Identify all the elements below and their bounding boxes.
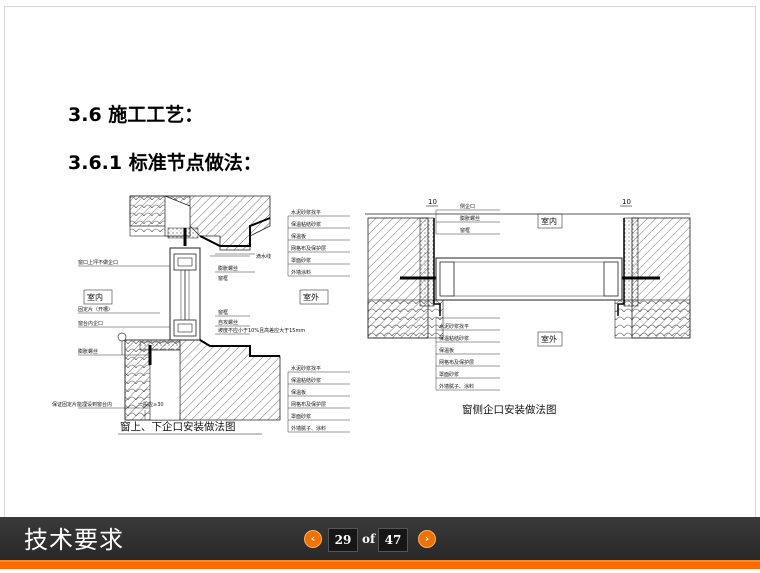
left-figure-caption: 窗上、下企口安装做法图 bbox=[120, 420, 236, 433]
right-detail-drawing bbox=[365, 205, 691, 391]
left-label-guarantee: 保证固定片能埋设到窗台内 bbox=[52, 401, 112, 408]
right-label-top-0: 侧企口 bbox=[460, 203, 475, 210]
right-room-interior: 室内 bbox=[541, 216, 557, 226]
left-label-self-tap: 自攻螺丝 bbox=[218, 319, 238, 326]
left-label-frame-top: 窗框 bbox=[218, 275, 228, 282]
prev-page-button[interactable]: ‹ bbox=[304, 530, 322, 548]
left-label-anchor-top: 膨胀螺丝 bbox=[218, 265, 238, 272]
left-label-top-3: 网格布及保护层 bbox=[291, 245, 326, 252]
left-label-frame-bottom: 窗框 bbox=[218, 309, 228, 316]
right-dim-left: 10 bbox=[428, 198, 437, 206]
chevron-left-icon: ‹ bbox=[310, 532, 316, 545]
right-label-bottom-3: 网格布及保护层 bbox=[439, 359, 474, 366]
right-label-top-1: 膨胀螺丝 bbox=[460, 215, 480, 222]
left-label-slope: 坡度不应小于10%且高差应大于15mm bbox=[218, 327, 305, 334]
left-detail-drawing bbox=[78, 195, 350, 433]
left-room-interior: 室内 bbox=[87, 292, 103, 302]
footer-section-title: 技术要求 bbox=[24, 526, 124, 554]
left-label-bottom-4: 罩面砂浆 bbox=[291, 413, 311, 420]
right-room-exterior: 室外 bbox=[541, 334, 557, 344]
left-label-top-4: 罩面砂浆 bbox=[291, 257, 311, 264]
left-label-top-0: 水泥砂浆找平 bbox=[291, 209, 321, 216]
section-heading: 3.6 施工工艺： bbox=[68, 104, 204, 126]
left-label-expansion: 膨胀螺丝 bbox=[78, 348, 98, 355]
left-label-fixing: 固定片（开槽） bbox=[78, 306, 113, 313]
current-page-field[interactable]: 29 bbox=[328, 528, 358, 552]
left-label-bottom-2: 保温板 bbox=[291, 389, 306, 396]
right-figure-caption: 窗侧企口安装做法图 bbox=[462, 403, 557, 416]
right-dim-right: 10 bbox=[622, 198, 631, 206]
left-label-drip: 滴水线 bbox=[256, 253, 271, 260]
left-label-window-top: 窗口上坪不做企口 bbox=[78, 259, 118, 266]
left-label-sill-in: 窗台内企口 bbox=[78, 320, 103, 327]
chevron-right-icon: › bbox=[424, 532, 430, 545]
left-label-top-2: 保温板 bbox=[291, 233, 306, 240]
left-label-bottom-1: 保温粘结砂浆 bbox=[291, 377, 321, 384]
next-page-button[interactable]: › bbox=[418, 530, 436, 548]
subsection-heading: 3.6.1 标准节点做法： bbox=[68, 152, 262, 174]
left-label-bottom-5: 外墙腻子、涂料 bbox=[291, 425, 326, 432]
total-pages-field: 47 bbox=[378, 528, 408, 552]
left-label-top-1: 保温粘结砂浆 bbox=[291, 221, 321, 228]
left-label-bottom-0: 水泥砂浆找平 bbox=[291, 365, 321, 372]
right-label-top-2: 窗框 bbox=[460, 227, 470, 234]
page-of-label: of bbox=[362, 532, 376, 546]
left-label-top-5: 外墙涂料 bbox=[291, 269, 311, 276]
right-label-bottom-1: 保温粘结砂浆 bbox=[439, 335, 469, 342]
right-label-bottom-2: 保温板 bbox=[439, 347, 454, 354]
left-label-dimension: 一般应≥30 bbox=[138, 401, 164, 408]
left-label-bottom-3: 网格布及保护层 bbox=[291, 401, 326, 408]
right-label-bottom-4: 罩面砂浆 bbox=[439, 371, 459, 378]
right-label-bottom-5: 外墙腻子、涂料 bbox=[439, 383, 474, 390]
left-room-exterior: 室外 bbox=[303, 292, 319, 302]
right-label-bottom-0: 水泥砂浆找平 bbox=[439, 323, 469, 330]
